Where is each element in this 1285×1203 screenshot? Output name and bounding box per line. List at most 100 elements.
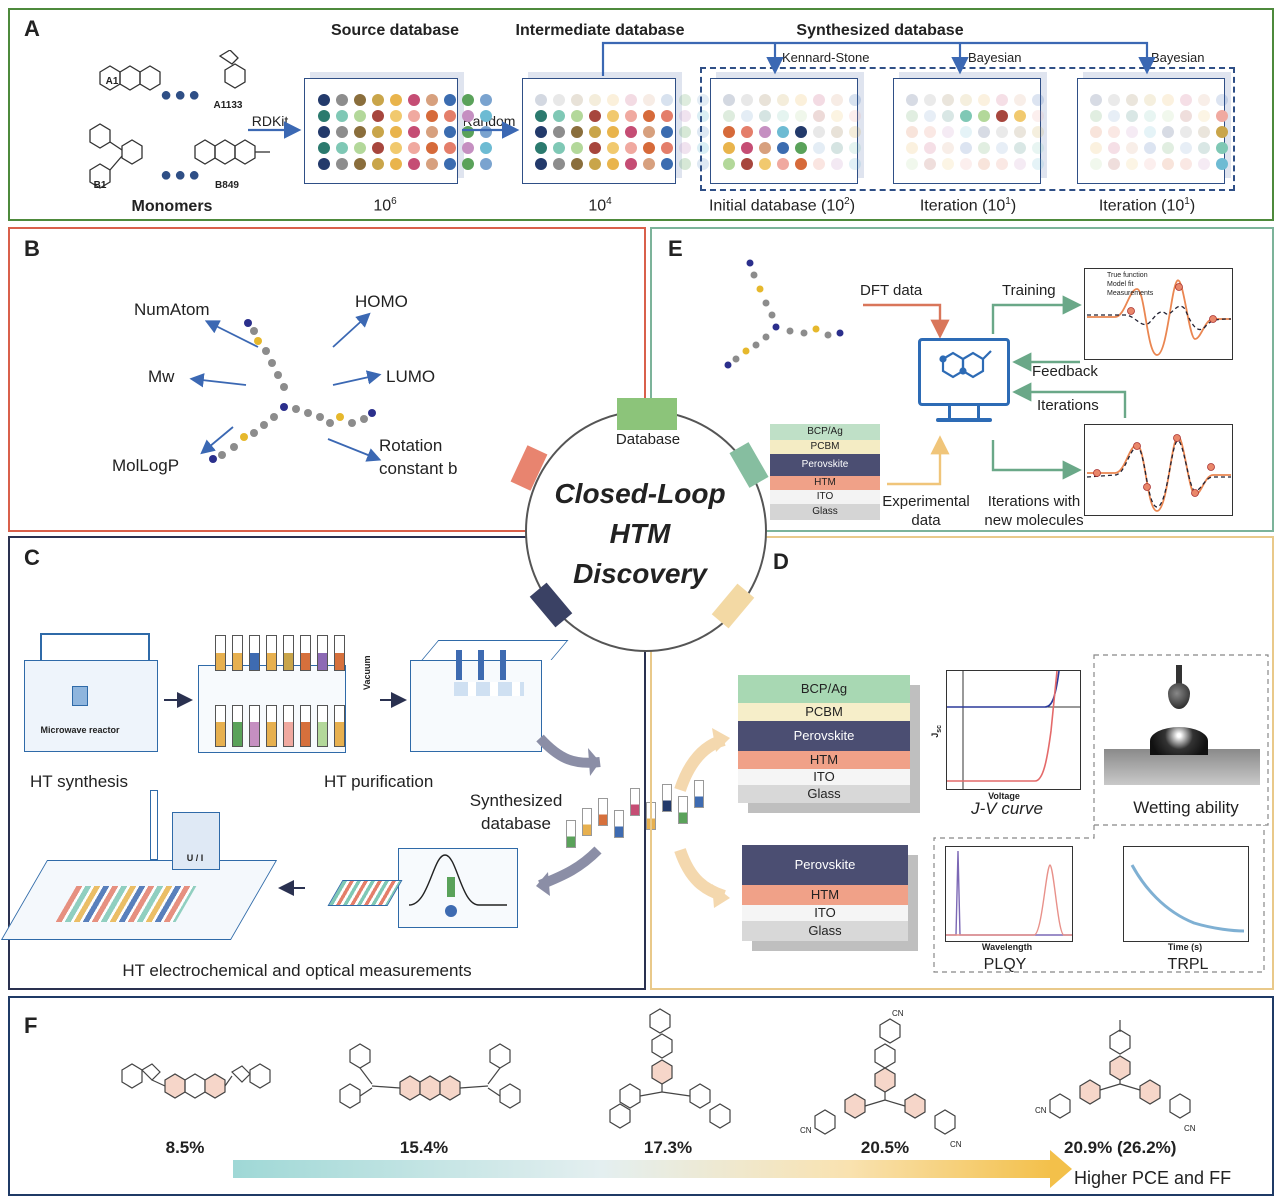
model-fit-plot-bottom — [1084, 424, 1233, 516]
database-dot — [426, 158, 438, 170]
database-dot — [408, 94, 420, 106]
database-dot — [372, 158, 384, 170]
database-dot — [1198, 158, 1210, 170]
dft-data-label: DFT data — [860, 282, 923, 299]
iteration-box-1 — [893, 78, 1041, 184]
database-dot — [408, 126, 420, 138]
reactor-lid — [40, 633, 150, 661]
database-dot — [1032, 158, 1044, 170]
database-dot — [535, 126, 547, 138]
panel-e-molecule — [724, 259, 844, 369]
database-dot — [906, 94, 918, 106]
database-dot — [1014, 142, 1026, 154]
database-dot — [318, 126, 330, 138]
database-dot — [1090, 158, 1102, 170]
panel-f — [8, 996, 1274, 1196]
database-dot — [354, 142, 366, 154]
database-dot — [1162, 142, 1174, 154]
database-dot — [390, 94, 402, 106]
database-dot — [462, 94, 474, 106]
database-dot — [759, 110, 771, 122]
database-dot — [1144, 158, 1156, 170]
database-dot — [480, 158, 492, 170]
database-dot — [960, 158, 972, 170]
database-dot — [741, 94, 753, 106]
database-dot — [849, 94, 861, 106]
database-dot — [831, 110, 843, 122]
database-dot — [607, 126, 619, 138]
pce-value-5: 20.9% (26.2%) — [1064, 1138, 1177, 1157]
rotation-label: Rotation — [379, 436, 443, 455]
database-dot — [589, 142, 601, 154]
database-dot — [924, 142, 936, 154]
database-dot — [906, 126, 918, 138]
database-dot — [444, 142, 456, 154]
model-fit-plot-top: True function Model fit Measurements — [1084, 268, 1233, 360]
database-dot — [372, 110, 384, 122]
database-dot — [1216, 126, 1228, 138]
optical-measurement-box — [398, 848, 518, 928]
iteration-2-dot-grid — [1090, 94, 1228, 170]
contact-angle-image — [1104, 665, 1260, 785]
database-dot — [679, 126, 691, 138]
database-dot — [960, 142, 972, 154]
database-dot — [849, 142, 861, 154]
database-dot — [535, 94, 547, 106]
database-dot — [1198, 126, 1210, 138]
cn-label-2: CN — [800, 1126, 812, 1135]
jv-curve-plot — [946, 670, 1081, 790]
database-dot — [390, 110, 402, 122]
database-dot — [759, 94, 771, 106]
device-stack-film: Perovskite HTM ITO Glass — [742, 845, 908, 941]
panel-c-arrows — [164, 692, 602, 896]
database-dot — [996, 126, 1008, 138]
purification-nozzles — [454, 650, 526, 700]
database-dot — [777, 110, 789, 122]
wavelength-axis-label: Wavelength — [981, 942, 1033, 952]
database-dot — [480, 142, 492, 154]
database-dot — [924, 110, 936, 122]
closed-loop-title-1: Closed-Loop — [554, 478, 726, 509]
database-dot — [1126, 126, 1138, 138]
rotation-constant-label: constant b — [379, 459, 458, 478]
database-dot — [906, 158, 918, 170]
molecule-descriptor-diagram — [189, 312, 382, 463]
database-dot — [777, 94, 789, 106]
database-dot — [960, 126, 972, 138]
probe-arm — [150, 790, 158, 860]
database-dot — [795, 110, 807, 122]
database-dot — [723, 126, 735, 138]
initial-dot-grid — [723, 94, 861, 170]
monomer-structures — [89, 50, 270, 189]
database-dot — [607, 110, 619, 122]
database-dot — [661, 126, 673, 138]
database-dot — [924, 158, 936, 170]
database-dot — [831, 142, 843, 154]
closed-loop-title-2: HTM — [609, 518, 671, 549]
database-dot — [625, 126, 637, 138]
database-dot — [1126, 110, 1138, 122]
database-dot — [777, 126, 789, 138]
ht-purification-label: HT purification — [324, 772, 434, 791]
database-dot — [661, 110, 673, 122]
database-dot — [1126, 158, 1138, 170]
database-dot — [978, 94, 990, 106]
database-dot — [1162, 126, 1174, 138]
database-dot — [661, 158, 673, 170]
database-dot — [1108, 158, 1120, 170]
database-dot — [831, 126, 843, 138]
database-dot — [795, 126, 807, 138]
database-dot — [462, 110, 474, 122]
database-dot — [607, 158, 619, 170]
database-dot — [625, 110, 637, 122]
database-dot — [1090, 94, 1102, 106]
database-dot — [1180, 110, 1192, 122]
ellipsis-bottom: ●●● — [160, 164, 203, 186]
synthesized-db-title: Synthesized database — [796, 22, 964, 39]
database-dot — [589, 110, 601, 122]
kennard-stone-label: Kennard-Stone — [782, 50, 870, 65]
database-dot — [661, 142, 673, 154]
database-dot — [1198, 110, 1210, 122]
database-dot — [1032, 110, 1044, 122]
database-dot — [1144, 110, 1156, 122]
